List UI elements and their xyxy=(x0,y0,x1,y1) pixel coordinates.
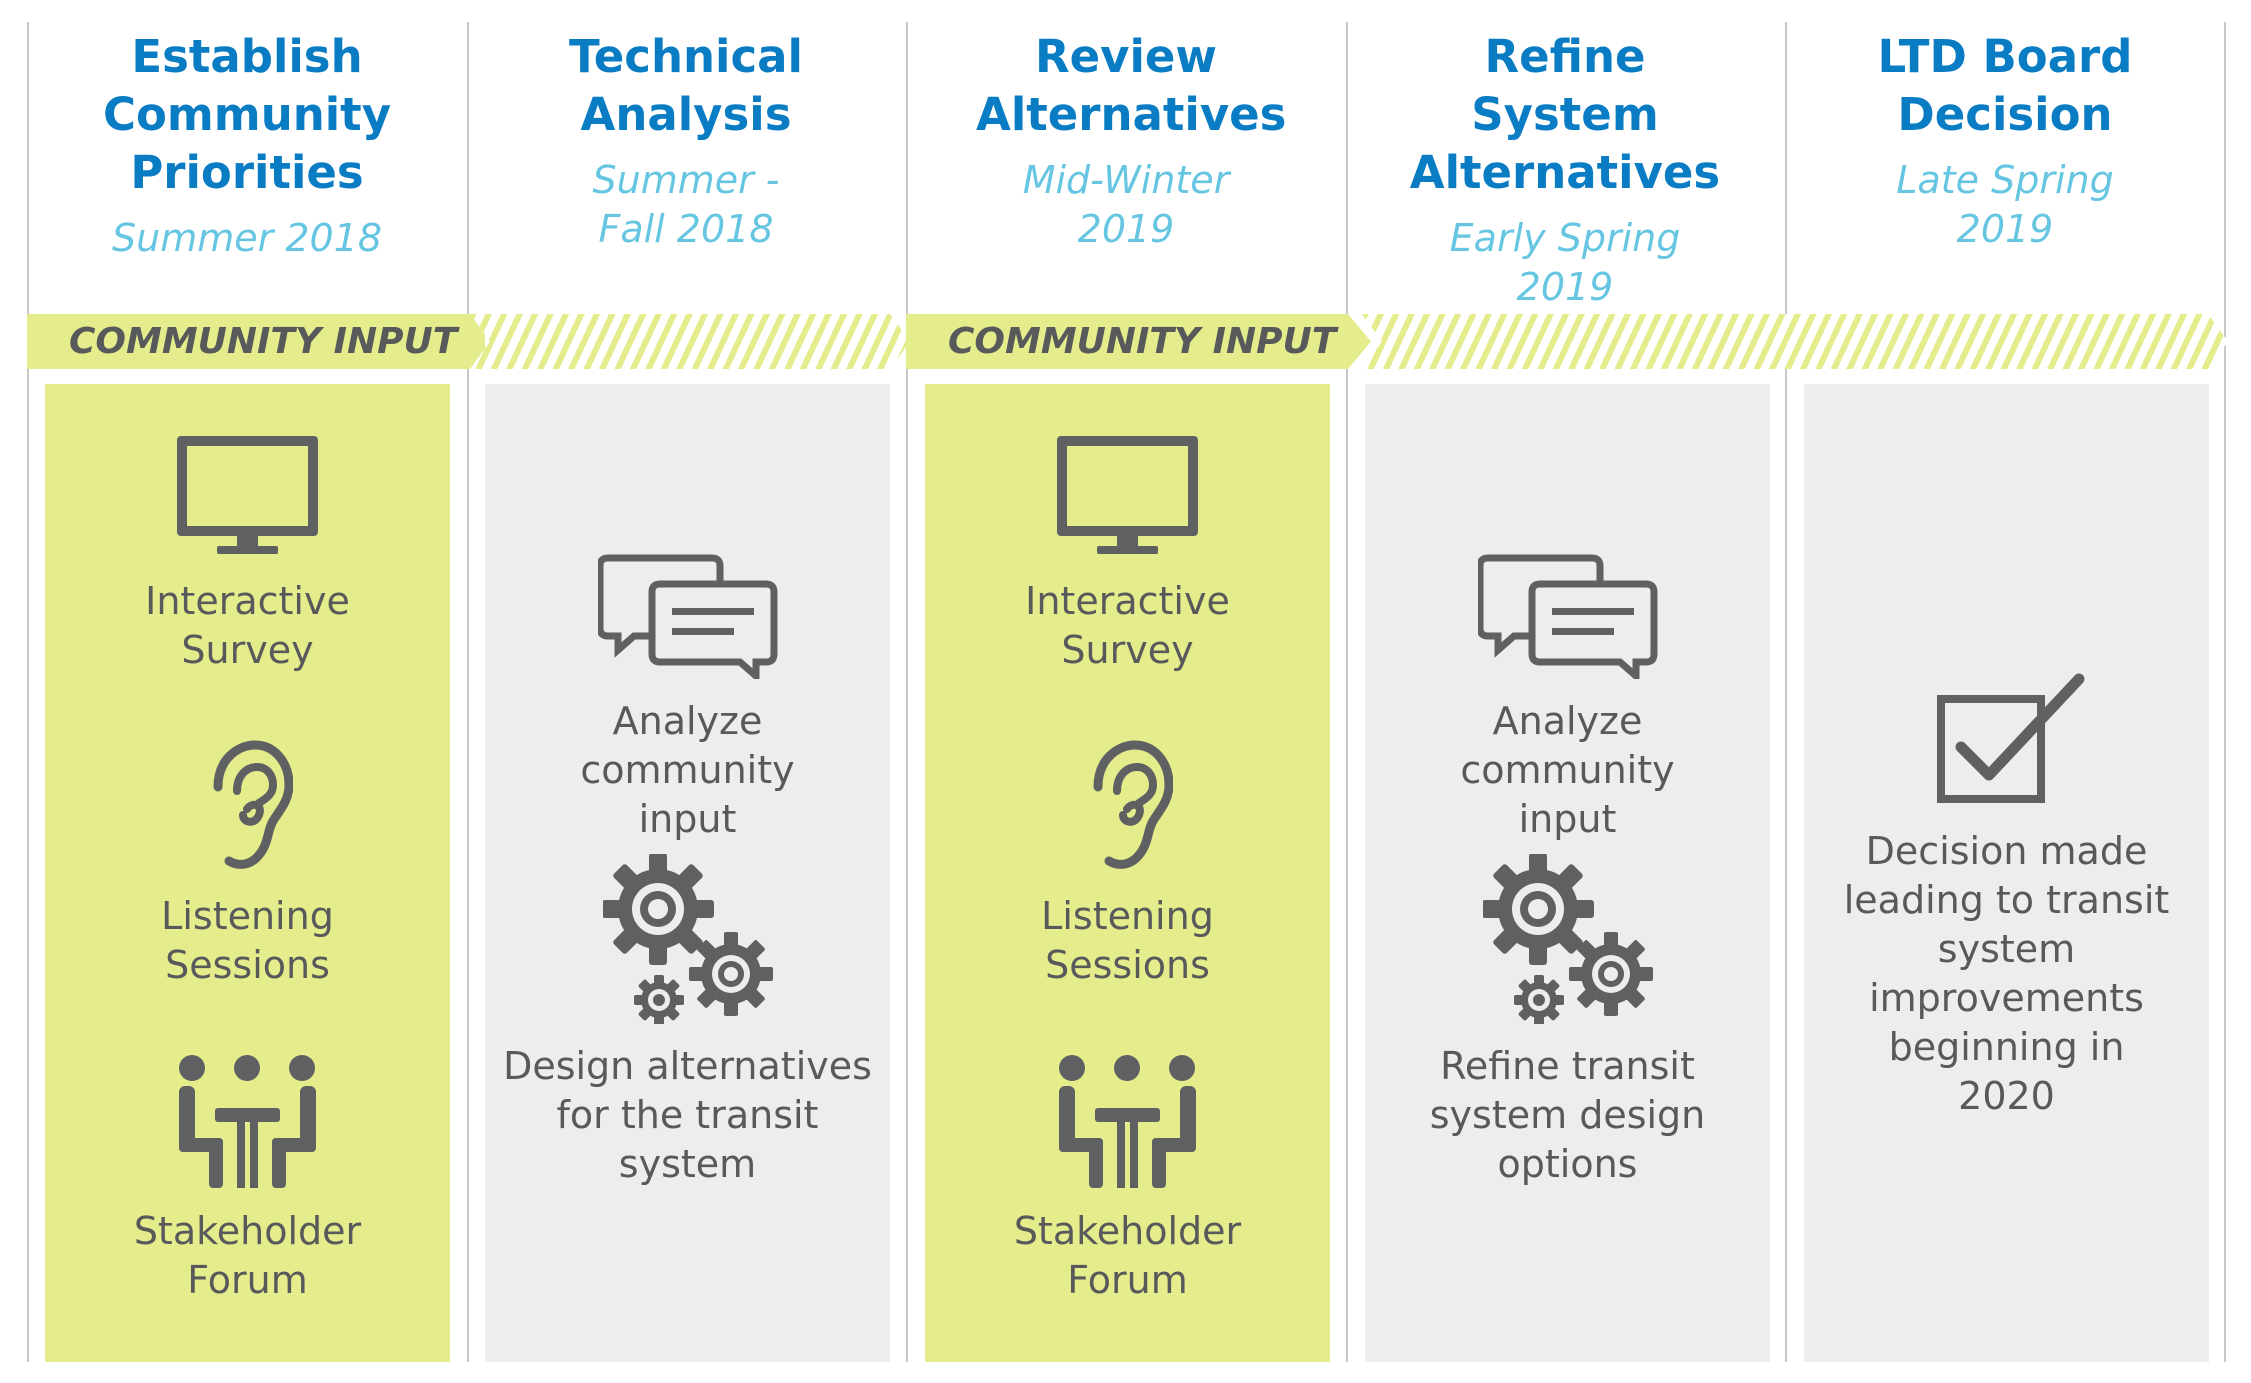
panel-item: Stakeholder Forum xyxy=(925,1054,1330,1305)
item-label: Refine transit system design options xyxy=(1429,1044,1706,1186)
panel-item: Interactive Survey xyxy=(45,434,450,675)
column-divider xyxy=(1785,22,1787,1362)
community-input-banner: COMMUNITY INPUT xyxy=(906,314,1371,369)
phase-header: Technical Analysis Summer - Fall 2018 xyxy=(471,28,901,254)
ear-icon xyxy=(925,739,1330,874)
phase-title: Technical Analysis xyxy=(569,30,803,141)
panel-item: Stakeholder Forum xyxy=(45,1054,450,1305)
phase-date: Early Spring 2019 xyxy=(1449,216,1681,309)
item-label: Interactive Survey xyxy=(1025,579,1230,672)
phase-panel: Analyze community input Design alternati… xyxy=(485,384,890,1362)
phase-date: Mid-Winter 2019 xyxy=(1022,158,1230,251)
checkbox-icon xyxy=(1804,669,2209,809)
item-label: Decision made leading to transit system … xyxy=(1843,829,2170,1118)
chat-bubbles-icon xyxy=(485,554,890,679)
chat-bubbles-icon xyxy=(1365,554,1770,679)
phase-date: Summer - Fall 2018 xyxy=(592,158,780,251)
phase-title: Establish Community Priorities xyxy=(102,30,392,199)
item-label: Listening Sessions xyxy=(161,894,334,987)
ear-icon xyxy=(45,739,450,874)
phase-date: Late Spring 2019 xyxy=(1896,158,2114,251)
meeting-icon xyxy=(925,1054,1330,1189)
phase-panel: Interactive Survey Listening Sessions St… xyxy=(925,384,1330,1362)
item-label: Interactive Survey xyxy=(145,579,350,672)
phase-title: Review Alternatives xyxy=(976,30,1287,141)
monitor-icon xyxy=(925,434,1330,559)
striped-banner xyxy=(1362,314,2228,369)
community-input-banner: COMMUNITY INPUT xyxy=(27,314,485,369)
phase-panel: Analyze community input Refine transit s… xyxy=(1365,384,1770,1362)
column-divider xyxy=(467,22,469,1362)
phase-panel: Interactive Survey Listening Sessions St… xyxy=(45,384,450,1362)
panel-item: Listening Sessions xyxy=(925,739,1330,990)
panel-item: Analyze community input xyxy=(485,554,890,844)
panel-item: Refine transit system design options xyxy=(1365,854,1770,1189)
column-divider xyxy=(2224,22,2226,1362)
gears-icon xyxy=(1365,854,1770,1024)
phase-date: Summer 2018 xyxy=(111,216,383,260)
panel-item: Decision made leading to transit system … xyxy=(1804,669,2209,1121)
phase-header: LTD Board Decision Late Spring 2019 xyxy=(1790,28,2220,254)
banner-label: COMMUNITY INPUT xyxy=(948,321,1337,362)
phase-title: Refine System Alternatives xyxy=(1409,30,1721,199)
item-label: Analyze community input xyxy=(580,699,795,841)
column-divider xyxy=(27,22,29,1362)
striped-banner xyxy=(470,314,910,369)
banner-label: COMMUNITY INPUT xyxy=(69,321,458,362)
item-label: Listening Sessions xyxy=(1041,894,1214,987)
item-label: Stakeholder Forum xyxy=(133,1209,362,1302)
monitor-icon xyxy=(45,434,450,559)
panel-item: Analyze community input xyxy=(1365,554,1770,844)
column-divider xyxy=(1346,22,1348,1362)
item-label: Design alternatives for the transit syst… xyxy=(503,1044,872,1186)
panel-item: Interactive Survey xyxy=(925,434,1330,675)
panel-item: Listening Sessions xyxy=(45,739,450,990)
item-label: Stakeholder Forum xyxy=(1013,1209,1242,1302)
panel-item: Design alternatives for the transit syst… xyxy=(485,854,890,1189)
phase-header: Review Alternatives Mid-Winter 2019 xyxy=(911,28,1341,254)
column-divider xyxy=(906,22,908,1362)
item-label: Analyze community input xyxy=(1460,699,1675,841)
phase-header: Establish Community Priorities Summer 20… xyxy=(32,28,462,263)
phase-header: Refine System Alternatives Early Spring … xyxy=(1350,28,1780,312)
meeting-icon xyxy=(45,1054,450,1189)
gears-icon xyxy=(485,854,890,1024)
phase-title: LTD Board Decision xyxy=(1877,30,2133,141)
phase-panel: Decision made leading to transit system … xyxy=(1804,384,2209,1362)
